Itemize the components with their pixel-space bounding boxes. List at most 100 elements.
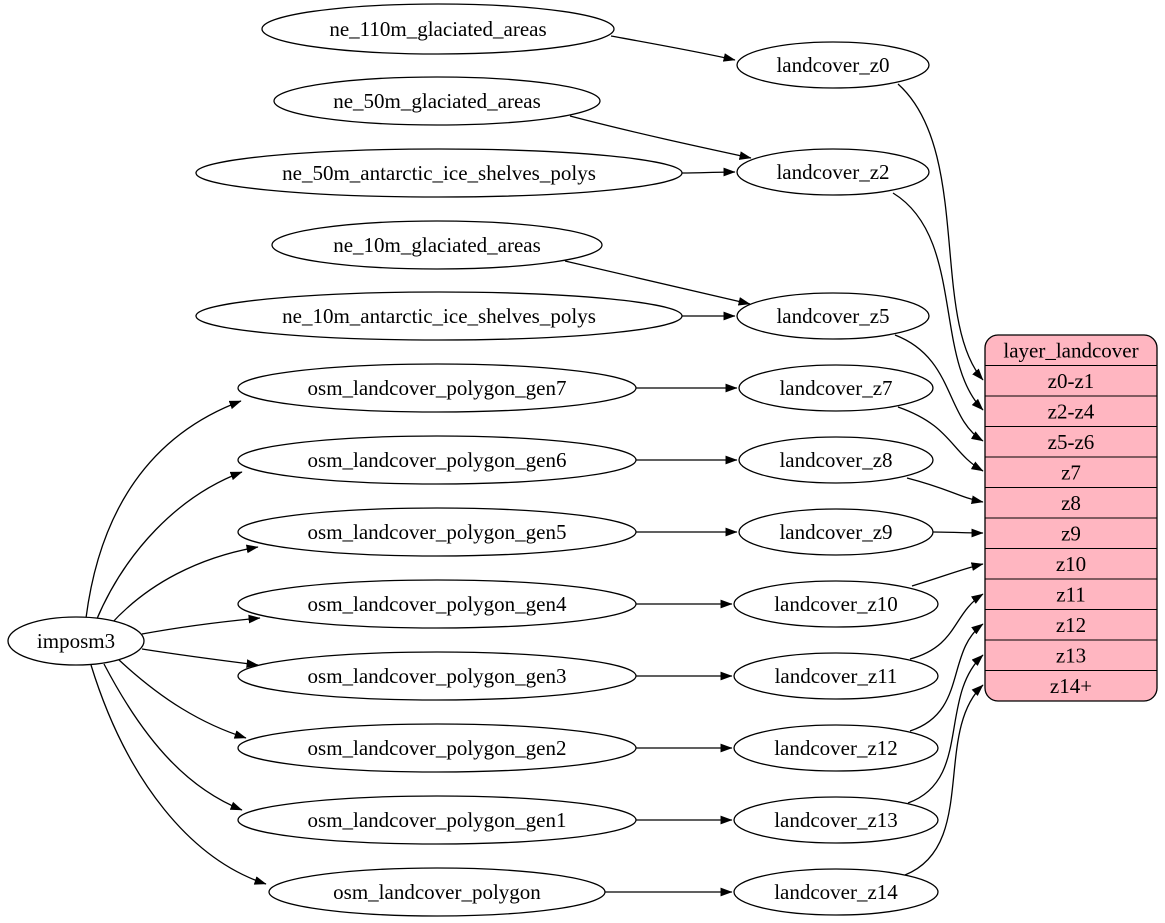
node-landcover-z2-label: landcover_z2 <box>776 160 889 184</box>
table-row-z10-label: z10 <box>1056 552 1086 576</box>
edge-landcover-z11-to-layer-landcover-z11 <box>909 593 984 660</box>
node-landcover-z10: landcover_z10 <box>733 580 939 628</box>
node-landcover-z13: landcover_z13 <box>733 796 939 844</box>
edge-landcover-z13-to-layer-landcover-z13 <box>907 654 984 804</box>
node-osm-landcover-polygon-label: osm_landcover_polygon <box>333 880 541 904</box>
edge-landcover-z5-to-layer-landcover-z5-z6 <box>894 334 984 442</box>
node-ne-10m-antarctic-ice-shelves-polys-label: ne_10m_antarctic_ice_shelves_polys <box>282 304 596 328</box>
edge-landcover-z12-to-layer-landcover-z12 <box>909 623 984 732</box>
node-landcover-z11: landcover_z11 <box>733 652 939 700</box>
node-ne-110m-glaciated-areas: ne_110m_glaciated_areas <box>261 3 615 55</box>
table-row-z13-label: z13 <box>1056 643 1086 667</box>
node-osm-landcover-polygon-gen7-shape <box>237 363 637 413</box>
node-landcover-z0-shape <box>736 41 930 89</box>
node-imposm3: imposm3 <box>7 616 145 666</box>
node-osm-landcover-polygon-gen2-shape <box>237 723 637 773</box>
edge-landcover-z14-to-layer-landcover-z14 <box>904 684 984 876</box>
node-landcover-z2-shape <box>736 148 930 196</box>
node-ne-10m-glaciated-areas-shape <box>271 220 603 270</box>
node-landcover-z9-label: landcover_z9 <box>779 520 892 544</box>
node-landcover-z12-label: landcover_z12 <box>774 736 898 760</box>
node-landcover-z5-shape <box>736 292 930 340</box>
table-row-z9-label: z9 <box>1061 521 1081 545</box>
node-ne-50m-antarctic-ice-shelves-polys-shape <box>195 148 683 198</box>
node-landcover-z2: landcover_z2 <box>736 148 930 196</box>
node-osm-landcover-polygon-gen6-label: osm_landcover_polygon_gen6 <box>308 448 567 472</box>
node-landcover-z7-label: landcover_z7 <box>779 376 892 400</box>
node-osm-landcover-polygon-gen4: osm_landcover_polygon_gen4 <box>237 579 637 629</box>
edge-landcover-z8-to-layer-landcover-z8 <box>906 477 984 505</box>
edge-imposm3-to-osm-landcover-polygon-gen4 <box>141 614 261 635</box>
node-landcover-z7-shape <box>738 364 934 412</box>
node-ne-10m-antarctic-ice-shelves-polys-shape <box>195 291 683 341</box>
node-osm-landcover-polygon-gen7: osm_landcover_polygon_gen7 <box>237 363 637 413</box>
node-ne-50m-glaciated-areas: ne_50m_glaciated_areas <box>273 76 601 126</box>
table-row-z11-label: z11 <box>1056 582 1086 606</box>
node-osm-landcover-polygon-gen1-label: osm_landcover_polygon_gen1 <box>308 808 567 832</box>
table-row-z12-label: z12 <box>1056 613 1086 637</box>
node-osm-landcover-polygon-gen5-shape <box>237 507 637 557</box>
node-landcover-z0: landcover_z0 <box>736 41 930 89</box>
node-landcover-z10-label: landcover_z10 <box>774 592 898 616</box>
edge-imposm3-to-osm-landcover-polygon-gen1 <box>103 663 243 811</box>
node-landcover-z14-label: landcover_z14 <box>774 880 898 904</box>
node-landcover-z8: landcover_z8 <box>738 436 934 484</box>
node-landcover-z13-label: landcover_z13 <box>774 808 898 832</box>
node-ne-10m-antarctic-ice-shelves-polys: ne_10m_antarctic_ice_shelves_polys <box>195 291 683 341</box>
node-ne-50m-glaciated-areas-label: ne_50m_glaciated_areas <box>333 89 541 113</box>
table-row-z2-z4-label: z2-z4 <box>1048 399 1095 423</box>
table-row-z0-z1-label: z0-z1 <box>1048 369 1095 393</box>
edge-landcover-z2-to-layer-landcover-z2-z4 <box>892 192 984 411</box>
edge-landcover-z7-to-layer-landcover-z7 <box>897 406 984 472</box>
edge-ne-10m-glaciated-areas-to-landcover-z5 <box>564 260 751 306</box>
node-landcover-z0-label: landcover_z0 <box>776 53 889 77</box>
node-ne-50m-antarctic-ice-shelves-polys: ne_50m_antarctic_ice_shelves_polys <box>195 148 683 198</box>
node-imposm3-shape <box>7 616 145 666</box>
edge-landcover-z9-to-layer-landcover-z9 <box>932 528 984 538</box>
node-osm-landcover-polygon-gen3-label: osm_landcover_polygon_gen3 <box>308 664 567 688</box>
node-ne-110m-glaciated-areas-shape <box>261 3 615 55</box>
node-osm-landcover-polygon-gen4-label: osm_landcover_polygon_gen4 <box>308 592 567 616</box>
table-row-z7-label: z7 <box>1061 460 1081 484</box>
node-landcover-z8-shape <box>738 436 934 484</box>
node-landcover-z9-shape <box>738 508 934 556</box>
node-landcover-z10-shape <box>733 580 939 628</box>
node-landcover-z11-label: landcover_z11 <box>775 664 898 688</box>
node-osm-landcover-polygon-gen6: osm_landcover_polygon_gen6 <box>237 435 637 485</box>
edge-ne-50m-glaciated-areas-to-landcover-z2 <box>569 115 752 160</box>
node-osm-landcover-polygon-gen1: osm_landcover_polygon_gen1 <box>237 795 637 845</box>
node-landcover-z5-label: landcover_z5 <box>776 304 889 328</box>
node-ne-50m-glaciated-areas-shape <box>273 76 601 126</box>
edge-landcover-z0-to-layer-landcover-z0-z1 <box>897 83 984 381</box>
node-ne-10m-glaciated-areas: ne_10m_glaciated_areas <box>271 220 603 270</box>
node-osm-landcover-polygon-gen6-shape <box>237 435 637 485</box>
edge-layer <box>85 35 984 897</box>
node-landcover-z5: landcover_z5 <box>736 292 930 340</box>
table-row-z14-label: z14+ <box>1050 674 1092 698</box>
table-row-z8-label: z8 <box>1061 491 1081 515</box>
table-layer-landcover-title: layer_landcover <box>1003 338 1138 362</box>
edge-imposm3-to-osm-landcover-polygon-gen2 <box>117 658 247 739</box>
node-osm-landcover-polygon-gen7-label: osm_landcover_polygon_gen7 <box>308 376 567 400</box>
node-landcover-z7: landcover_z7 <box>738 364 934 412</box>
node-osm-landcover-polygon-gen3: osm_landcover_polygon_gen3 <box>237 651 637 701</box>
node-osm-landcover-polygon-gen4-shape <box>237 579 637 629</box>
node-imposm3-label: imposm3 <box>37 629 115 653</box>
table-row-z5-z6-label: z5-z6 <box>1048 430 1095 454</box>
node-landcover-z12-shape <box>733 724 939 772</box>
node-landcover-z13-shape <box>733 796 939 844</box>
node-landcover-z14: landcover_z14 <box>733 868 939 916</box>
node-osm-landcover-polygon-gen2: osm_landcover_polygon_gen2 <box>237 723 637 773</box>
node-osm-landcover-polygon-gen3-shape <box>237 651 637 701</box>
node-layer: imposm3 ne_110m_glaciated_areas ne_50m_gla… <box>7 3 939 917</box>
edge-imposm3-to-osm-landcover-polygon-gen6 <box>95 471 243 622</box>
node-osm-landcover-polygon-gen1-shape <box>237 795 637 845</box>
node-landcover-z8-label: landcover_z8 <box>779 448 892 472</box>
node-landcover-z14-shape <box>733 868 939 916</box>
edge-imposm3-to-osm-landcover-polygon-gen5 <box>109 544 259 626</box>
node-osm-landcover-polygon-shape <box>268 867 606 917</box>
node-ne-110m-glaciated-areas-label: ne_110m_glaciated_areas <box>329 17 546 41</box>
edge-landcover-z10-to-layer-landcover-z10 <box>911 562 984 587</box>
